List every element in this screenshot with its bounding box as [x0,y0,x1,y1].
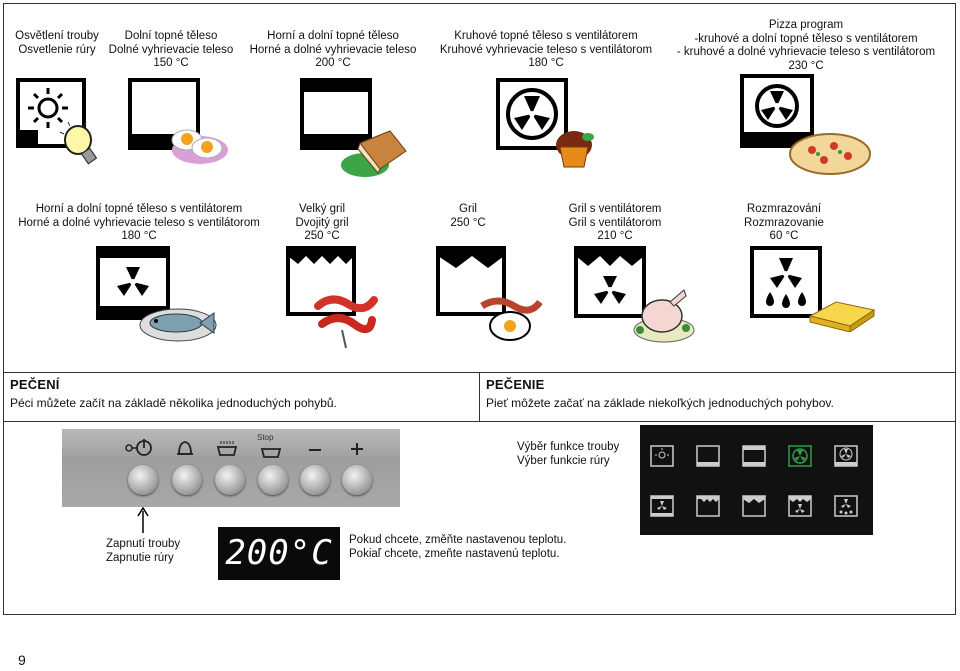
fish-picture [139,308,217,342]
stop-knob[interactable] [258,465,288,495]
func-top-bottom-icon[interactable] [742,445,766,467]
func-pizza-icon[interactable] [834,445,858,467]
function-panel [640,425,873,535]
temperature-display: 200°C [218,527,340,580]
sausages-picture [314,295,378,349]
grill-icon [436,246,506,316]
bell-icon [177,441,193,455]
defrost-icon [750,246,822,318]
fan-top-bottom-icon [96,246,170,320]
stop-label: Stop [257,433,274,442]
program-knob[interactable] [215,465,245,495]
baking-text-sk: Pieť môžete začať na základe niekoľkých … [486,396,834,410]
plus-knob[interactable] [342,465,372,495]
fan-heat-icon [496,78,568,150]
pizza-program-icon [740,74,814,148]
big-grill-icon [286,246,356,316]
baking-box-sk: PEČENIE Pieť môžete začať na základe nie… [479,372,956,422]
func-bottom-icon[interactable] [696,445,720,467]
timer-knob[interactable] [172,465,202,495]
stop-icon [260,448,282,458]
baking-text-cz: Péci můžete začít na základě několika je… [10,396,337,410]
top-bottom-heat-icon [300,78,372,150]
page-number: 9 [18,652,26,668]
baking-title-sk: PEČENIE [486,377,545,392]
butter-picture [808,301,876,332]
power-knob[interactable] [128,465,158,495]
control-panel: Stop [62,429,400,507]
baking-box-cz: PEČENÍ Péci můžete začít na základě něko… [3,372,480,422]
pizza-picture [789,133,871,175]
page-frame [3,3,956,615]
egg-bacon-picture [480,297,542,341]
eggs-picture [171,129,228,164]
minus-knob[interactable] [300,465,330,495]
func-fan-top-bottom-icon[interactable] [650,495,674,517]
lightbulb-picture [59,122,98,165]
program-icon [216,441,238,456]
temperature-note: Pokud chcete, změňte nastavenou teplotu.… [349,534,567,560]
func-defrost-icon[interactable] [834,495,858,517]
func-grill-icon[interactable] [742,495,766,517]
bulb-icon [16,78,86,148]
fan-grill-icon [574,246,646,318]
key-power-icon [125,439,152,456]
minus-icon [309,449,321,451]
chicken-picture [633,289,695,343]
caption-fan-top-bottom: Horní a dolní topné těleso s ventilátore… [18,203,260,242]
temperature-value: 200°C [225,533,333,573]
func-light-icon[interactable] [650,445,674,467]
caption-pizza: Pizza program-kruhové a dolní topné těle… [676,19,936,72]
muffin-picture [556,131,594,168]
arrow-up-icon [137,507,149,533]
baking-title-cz: PEČENÍ [10,377,60,392]
func-fan-grill-icon[interactable] [788,495,812,517]
plus-icon [351,443,363,455]
bread-picture [341,130,407,177]
func-big-grill-icon[interactable] [696,495,720,517]
func-fan-selected-icon[interactable] [788,445,812,467]
